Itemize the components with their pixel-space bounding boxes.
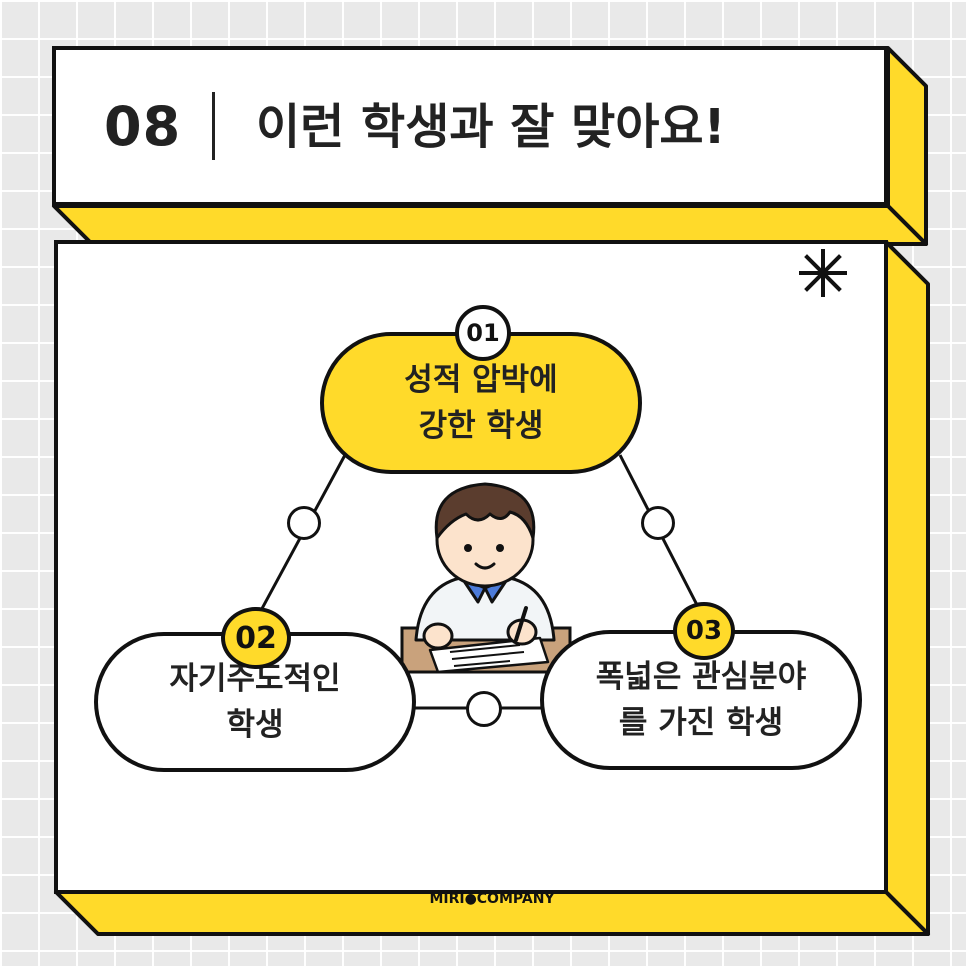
trait-number-badge-01: 01: [455, 305, 511, 361]
brand-logo-text: MIRI●COMPANY: [429, 891, 555, 907]
student-studying-illustration: [400, 482, 572, 674]
asterisk-icon: [799, 249, 847, 297]
trait-number-badge-02: 02: [221, 607, 291, 669]
header-divider: [212, 92, 215, 160]
connector-dot-bottom: [466, 691, 502, 727]
trait-number-badge-03: 03: [673, 602, 735, 660]
connector-dot-left: [287, 506, 321, 540]
section-number: 08: [104, 95, 182, 158]
page-title: 이런 학생과 잘 맞아요!: [256, 99, 726, 155]
trait-label-01: 성적 압박에 강한 학생: [404, 362, 558, 444]
header-card: [52, 46, 888, 206]
trait-label-02: 자기주도적인 학생: [169, 661, 341, 743]
trait-label-03: 폭넓은 관심분야 를 가진 학생: [595, 659, 807, 741]
connector-dot-right: [641, 506, 675, 540]
